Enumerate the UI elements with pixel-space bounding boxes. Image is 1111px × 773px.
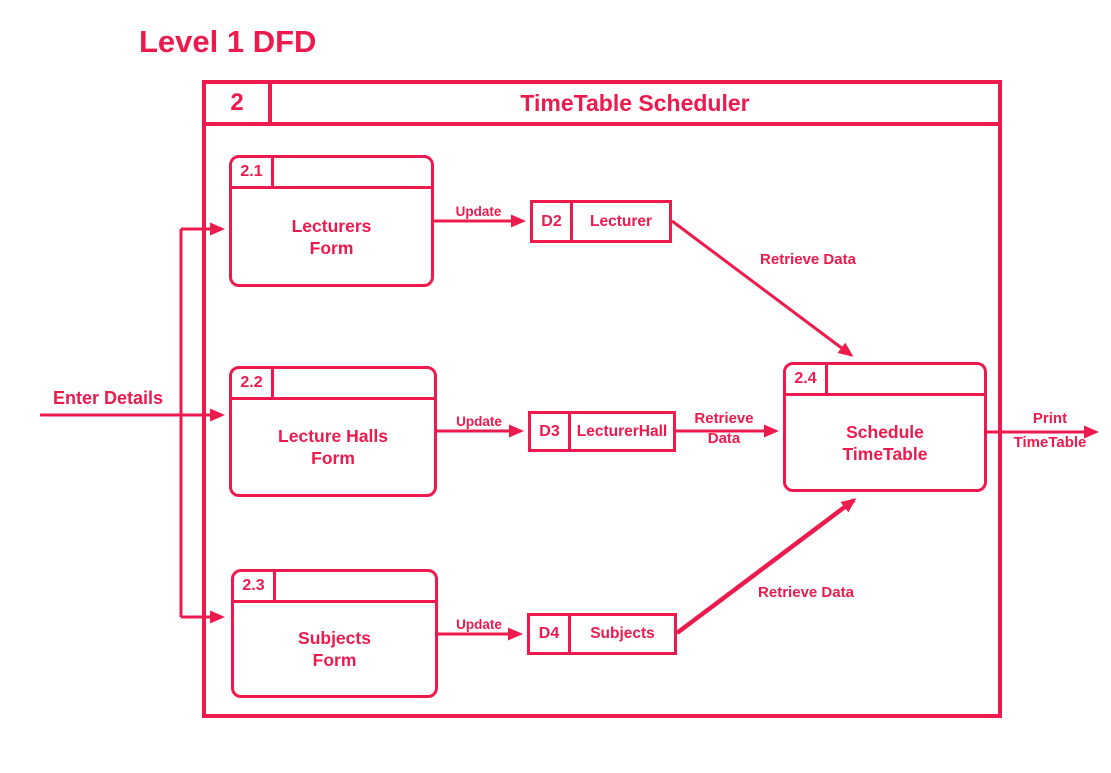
label-retrieve-data-bottom: Retrieve Data [758, 584, 854, 601]
process-name-line1: Schedule [846, 421, 924, 442]
process-lecturers-form: 2.1 Lecturers Form [229, 155, 434, 287]
system-header: 2 TimeTable Scheduler [206, 84, 998, 126]
datastore-name: Subjects [590, 625, 655, 642]
process-name-line1: Subjects [298, 628, 371, 648]
process-id: 2.3 [234, 572, 276, 600]
page-title: Level 1 DFD [139, 24, 317, 59]
label-enter-details: Enter Details [52, 388, 164, 408]
label-update-2: Update [456, 414, 502, 429]
datastore-id: D4 [530, 616, 571, 652]
process-header: 2.3 [234, 572, 435, 603]
label-retrieve-data-mid-line1: Retrieve [694, 410, 754, 427]
label-retrieve-data-mid: Retrieve Data [682, 409, 766, 449]
process-lecture-halls-form: 2.2 Lecture Halls Form [229, 366, 437, 497]
process-id: 2.4 [786, 365, 828, 393]
process-name: Subjects Form [234, 603, 435, 695]
label-print-line2: TimeTable [1013, 434, 1087, 451]
datastore-lecturerhall: D3 LecturerHall [528, 411, 676, 452]
process-header: 2.1 [232, 158, 431, 189]
process-name-line2: Form [312, 650, 357, 670]
process-header: 2.2 [232, 369, 434, 400]
label-retrieve-data-top: Retrieve Data [760, 251, 856, 268]
label-print-line1: Print [1032, 410, 1068, 427]
process-id: 2.1 [232, 158, 274, 186]
process-name-line2: Form [309, 237, 354, 258]
datastore-name: LecturerHall [576, 422, 668, 440]
datastore-id: D2 [533, 203, 573, 240]
process-name: Lecturers Form [232, 189, 431, 284]
process-name: Lecture Halls Form [232, 400, 434, 494]
process-subjects-form: 2.3 Subjects Form [231, 569, 438, 698]
process-name-line2: TimeTable [842, 443, 928, 464]
system-number: 2 [206, 84, 272, 122]
datastore-subjects: D4 Subjects [527, 613, 677, 655]
datastore-name: Lecturer [589, 212, 653, 230]
system-title: TimeTable Scheduler [520, 89, 750, 116]
process-name: Schedule TimeTable [786, 396, 984, 489]
label-update-1: Update [455, 204, 502, 219]
datastore-lecturer: D2 Lecturer [530, 200, 672, 243]
label-retrieve-data-mid-line2: Data [707, 430, 741, 447]
process-name-line1: Lecturers [291, 215, 372, 236]
datastore-id: D3 [531, 414, 571, 449]
process-name-line2: Form [311, 448, 355, 468]
system-boundary-box: 2 TimeTable Scheduler [202, 80, 1002, 718]
process-header: 2.4 [786, 365, 984, 396]
process-id: 2.2 [232, 369, 274, 397]
process-schedule-timetable: 2.4 Schedule TimeTable [783, 362, 987, 492]
label-update-3: Update [456, 617, 502, 632]
process-name-line1: Lecture Halls [278, 426, 388, 446]
